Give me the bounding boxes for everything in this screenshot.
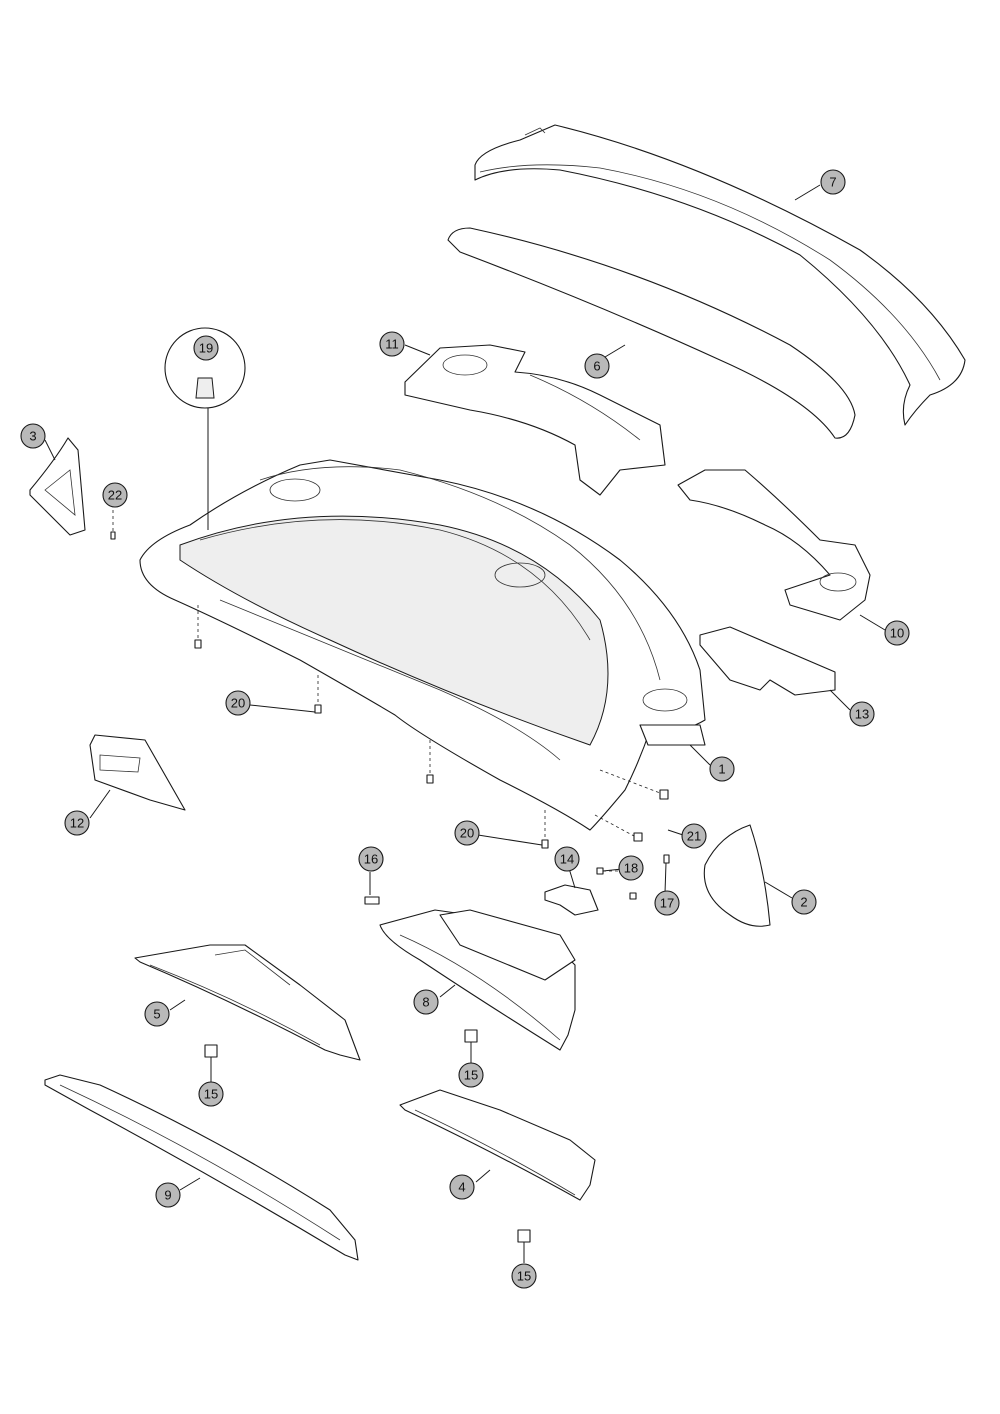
part-6-pad (447, 227, 856, 439)
part-13-foam (699, 626, 836, 696)
part-11-bracket (404, 344, 666, 496)
callout-label: 8 (422, 995, 429, 1010)
callout-label: 13 (855, 707, 869, 722)
callout-14: 14 (554, 846, 580, 872)
part-8-glovebox-upper (379, 909, 576, 1051)
callout-2: 2 (791, 889, 817, 915)
callout-label: 21 (687, 829, 701, 844)
part-21-fastener (594, 769, 669, 842)
callout-label: 20 (231, 696, 245, 711)
part-1-instrument-panel (139, 459, 706, 831)
callout-10: 10 (884, 620, 910, 646)
callout-label: 7 (829, 175, 836, 190)
callout-label: 14 (560, 852, 574, 867)
callout-11: 11 (379, 331, 405, 357)
callout-3: 3 (20, 423, 46, 449)
callout-13: 13 (849, 701, 875, 727)
callout-9: 9 (155, 1182, 181, 1208)
callout-label: 16 (364, 852, 378, 867)
part-4-glovebox-lower (399, 1089, 596, 1201)
callout-15-bottom: 15 (511, 1263, 537, 1289)
callout-label: 19 (199, 341, 213, 356)
callout-label: 20 (460, 826, 474, 841)
callout-label: 11 (385, 337, 399, 352)
callout-label: 3 (29, 429, 36, 444)
callout-label: 9 (164, 1188, 171, 1203)
part-5-glovebox-left (134, 944, 361, 1061)
callout-label: 18 (624, 861, 638, 876)
callout-4: 4 (449, 1174, 475, 1200)
part-2-right-side-trim (703, 824, 771, 927)
callout-label: 10 (890, 626, 904, 641)
callout-12: 12 (64, 810, 90, 836)
callout-15-left: 15 (198, 1081, 224, 1107)
callout-15-middle: 15 (458, 1062, 484, 1088)
part-15-clips (204, 1029, 531, 1243)
part-10-bracket (677, 469, 871, 621)
part-9-lower-trim (44, 1074, 359, 1261)
callout-label: 15 (517, 1269, 531, 1284)
callout-label: 22 (108, 488, 122, 503)
callout-21: 21 (681, 823, 707, 849)
callout-18: 18 (618, 855, 644, 881)
callout-label: 17 (660, 896, 674, 911)
part-16-clip (364, 896, 380, 905)
callout-label: 5 (153, 1007, 160, 1022)
callout-8: 8 (413, 989, 439, 1015)
part-20-screws-lower (426, 740, 549, 849)
part-20-screws-upper (194, 605, 322, 714)
part-7-top-cover (474, 124, 966, 426)
callout-19: 19 (193, 335, 219, 361)
callout-17: 17 (654, 890, 680, 916)
leader-lines (44, 184, 886, 1263)
callout-6: 6 (584, 353, 610, 379)
callout-label: 2 (800, 895, 807, 910)
callout-5: 5 (144, 1001, 170, 1027)
callout-1: 1 (709, 756, 735, 782)
callout-16: 16 (358, 846, 384, 872)
part-3-left-trim (29, 437, 86, 536)
part-22-screw (110, 510, 116, 540)
callout-label: 4 (458, 1180, 465, 1195)
callout-label: 15 (204, 1087, 218, 1102)
callout-label: 1 (718, 762, 725, 777)
callout-7: 7 (820, 169, 846, 195)
callout-label: 15 (464, 1068, 478, 1083)
callout-label: 12 (70, 816, 84, 831)
part-12-switch-panel (89, 734, 186, 811)
callout-20-upper: 20 (225, 690, 251, 716)
part-17-screw (663, 854, 670, 864)
callout-22: 22 (102, 482, 128, 508)
callout-20-lower: 20 (454, 820, 480, 846)
callout-label: 6 (593, 359, 600, 374)
part-19-detail-view (164, 327, 246, 530)
